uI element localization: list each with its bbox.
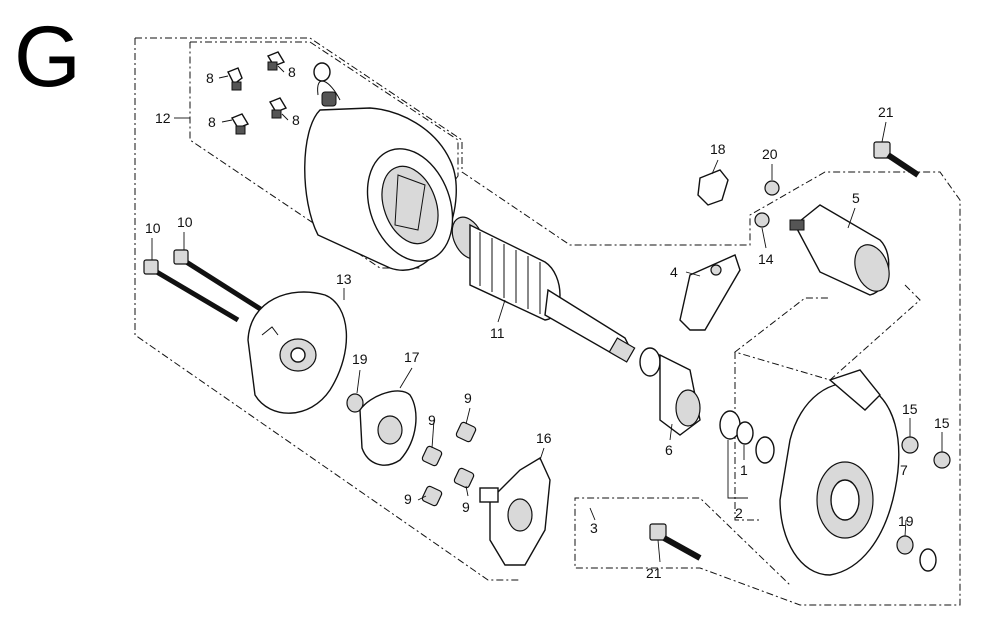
label-part-10b: 10 bbox=[177, 214, 193, 230]
label-part-5: 5 bbox=[852, 190, 860, 206]
shift-lever bbox=[679, 254, 741, 331]
label-part-8a: 8 bbox=[206, 70, 214, 86]
label-part-9a: 9 bbox=[464, 390, 472, 406]
label-part-4: 4 bbox=[670, 264, 678, 280]
label-part-1: 1 bbox=[740, 462, 748, 478]
bushing-icon bbox=[346, 393, 364, 413]
armature bbox=[451, 216, 636, 363]
bushing-icon-right bbox=[896, 535, 937, 572]
label-part-14: 14 bbox=[758, 251, 774, 267]
label-part-16: 16 bbox=[536, 430, 552, 446]
through-bolt-icon bbox=[143, 249, 264, 323]
assembly-outline bbox=[134, 37, 961, 606]
section-letter: G bbox=[14, 9, 81, 105]
label-part-17: 17 bbox=[404, 349, 420, 365]
rear-end-cover bbox=[247, 291, 348, 414]
label-part-13: 13 bbox=[336, 271, 352, 287]
brush-clip-icon bbox=[227, 51, 288, 135]
bolt-icon bbox=[649, 141, 920, 561]
leader-lines bbox=[151, 65, 943, 563]
label-part-9d: 9 bbox=[404, 491, 412, 507]
yoke-housing bbox=[304, 62, 457, 271]
brush-holder bbox=[479, 456, 551, 566]
washer-icon bbox=[719, 410, 775, 464]
label-part-12: 12 bbox=[155, 110, 171, 126]
label-part-15a: 15 bbox=[902, 401, 918, 417]
label-part-2: 2 bbox=[735, 505, 743, 521]
switch-outline bbox=[733, 284, 921, 521]
label-part-8d: 8 bbox=[292, 112, 300, 128]
spring-icon bbox=[421, 421, 477, 507]
label-part-21a: 21 bbox=[878, 104, 894, 120]
label-part-8b: 8 bbox=[288, 64, 296, 80]
label-part-6: 6 bbox=[665, 442, 673, 458]
label-part-15b: 15 bbox=[934, 415, 950, 431]
label-part-11: 11 bbox=[490, 325, 505, 341]
label-part-20: 20 bbox=[762, 146, 778, 162]
solenoid-switch bbox=[789, 204, 890, 296]
label-part-10a: 10 bbox=[145, 220, 161, 236]
label-part-18: 18 bbox=[710, 141, 726, 157]
label-part-9b: 9 bbox=[428, 412, 436, 428]
label-part-21b: 21 bbox=[646, 565, 662, 581]
label-part-7: 7 bbox=[900, 462, 908, 478]
callout-labels: 12 8 8 8 8 10 10 13 11 19 17 9 9 9 9 16 … bbox=[145, 64, 950, 581]
label-part-19b: 19 bbox=[898, 513, 914, 529]
label-part-8c: 8 bbox=[208, 114, 216, 130]
brush-holder-plate bbox=[359, 390, 417, 466]
lever-holder bbox=[697, 169, 729, 206]
label-part-3: 3 bbox=[590, 520, 598, 536]
flange-nut-icon bbox=[901, 436, 951, 469]
label-part-9c: 9 bbox=[462, 499, 470, 515]
pinion-gear bbox=[639, 347, 701, 436]
nut-icon bbox=[754, 180, 780, 228]
label-part-19a: 19 bbox=[352, 351, 368, 367]
front-housing bbox=[779, 369, 900, 576]
